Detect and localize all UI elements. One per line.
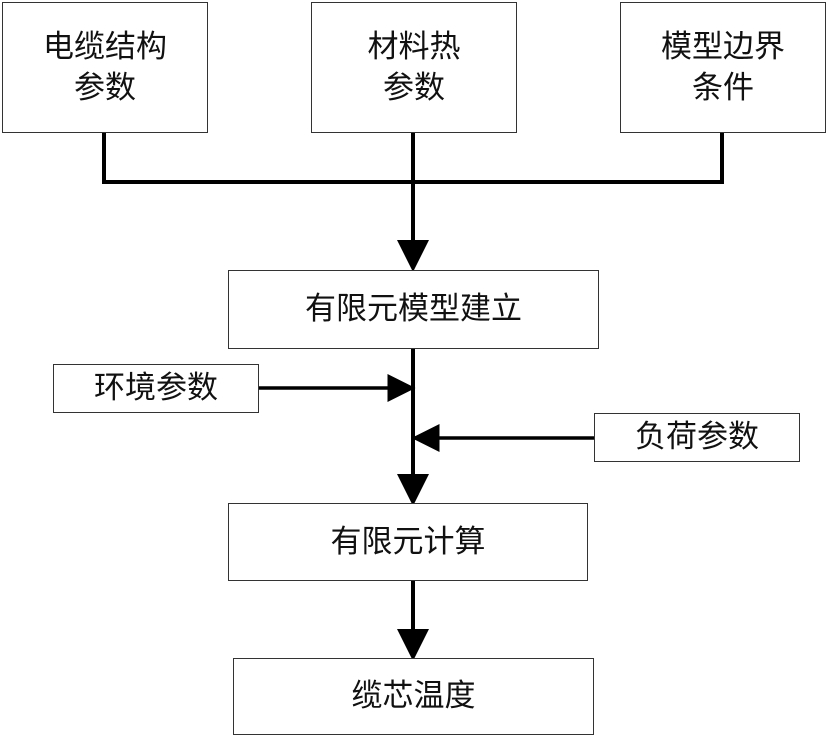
fem-model-building-box: 有限元模型建立 [228,270,599,349]
cable-structure-line2: 参数 [43,68,167,108]
fem-model-building-label: 有限元模型建立 [305,289,522,329]
material-thermal-line1: 材料热 [368,27,461,67]
core-temperature-label: 缆芯温度 [352,676,476,716]
material-thermal-line2: 参数 [368,68,461,108]
cable-structure-params-box: 电缆结构 参数 [2,2,208,133]
environment-params-label: 环境参数 [94,368,218,408]
core-temperature-box: 缆芯温度 [233,658,594,735]
fem-calculation-box: 有限元计算 [228,503,588,581]
model-boundary-conditions-box: 模型边界 条件 [620,2,826,133]
cable-structure-line1: 电缆结构 [43,27,167,67]
model-boundary-line1: 模型边界 [661,27,785,67]
fem-calculation-label: 有限元计算 [331,522,486,562]
environment-params-box: 环境参数 [53,364,259,413]
model-boundary-line2: 条件 [661,68,785,108]
load-params-label: 负荷参数 [635,417,759,457]
load-params-box: 负荷参数 [594,413,800,462]
material-thermal-params-box: 材料热 参数 [311,2,517,133]
